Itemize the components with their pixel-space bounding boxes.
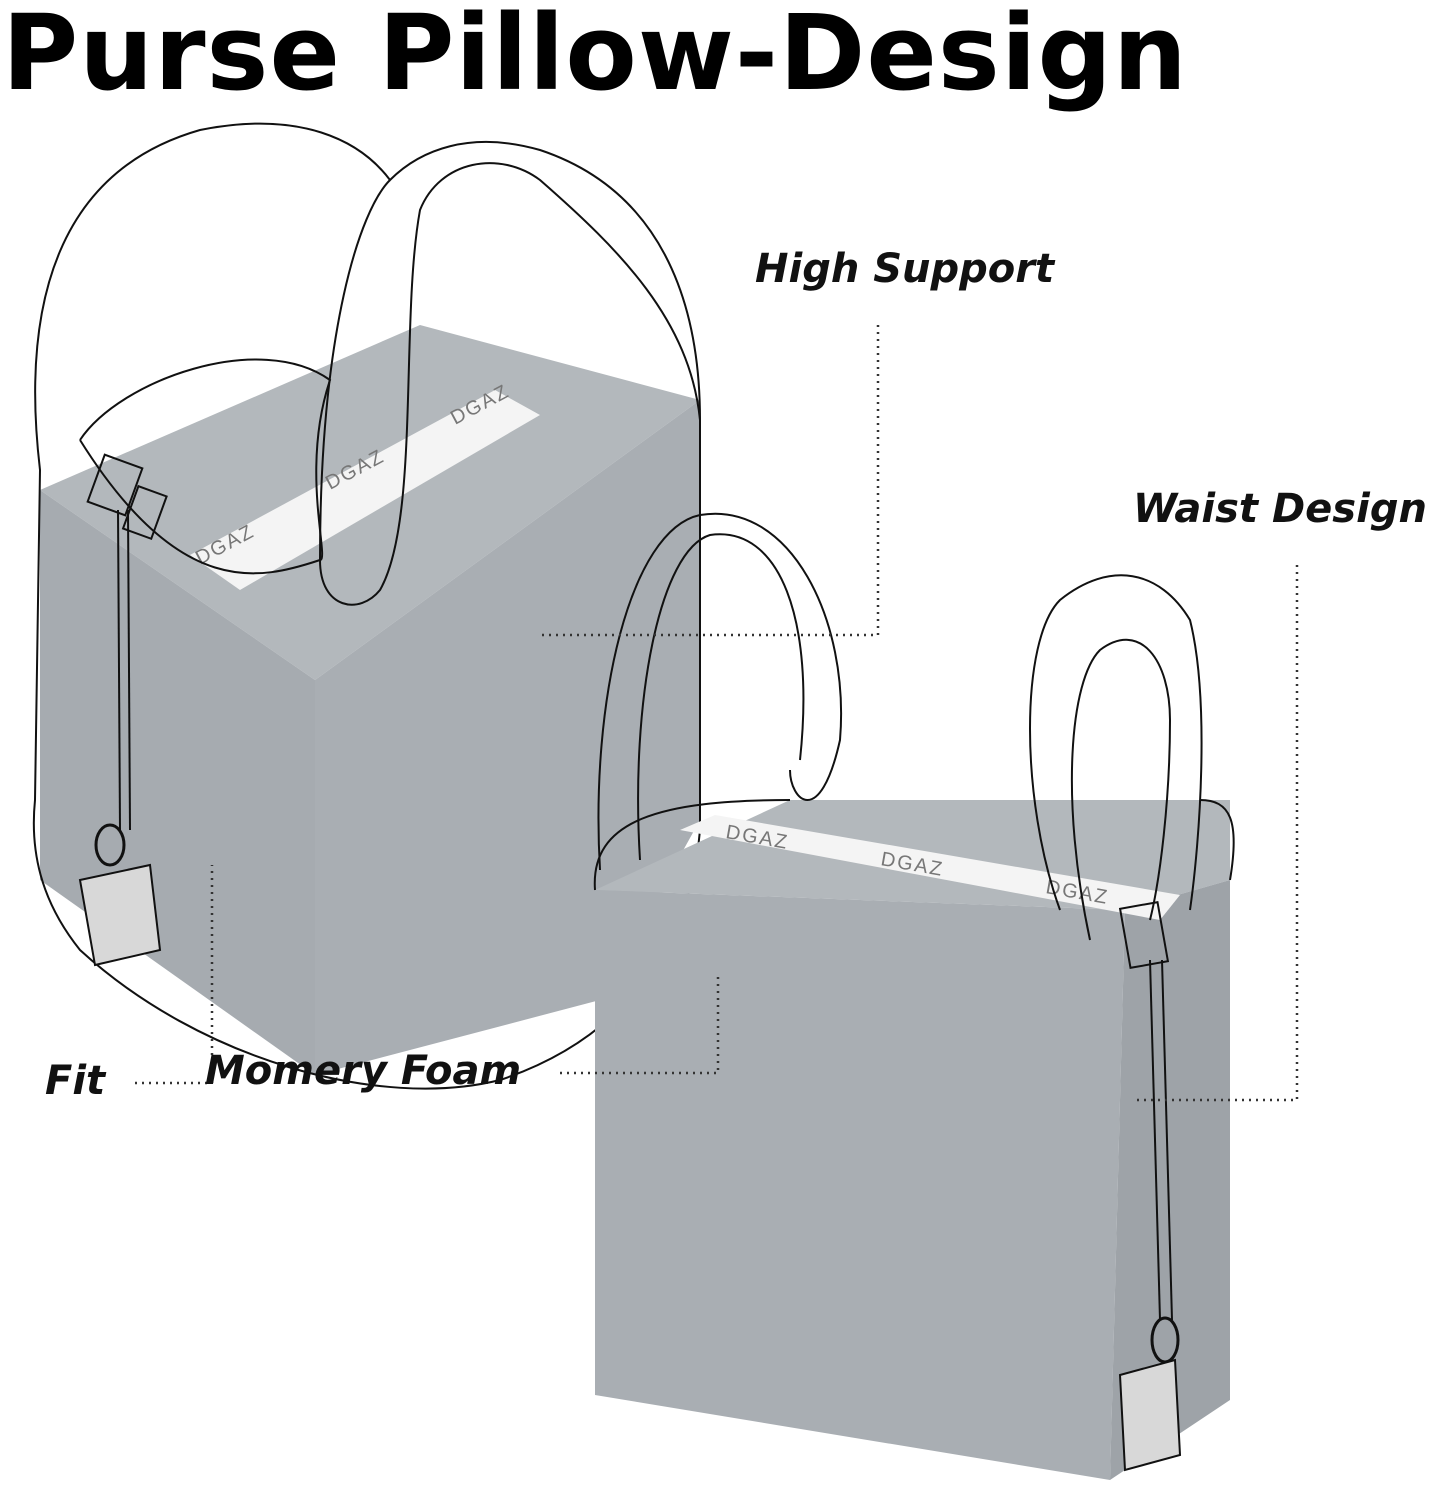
right-pillow: DGAZ DGAZ DGAZ (593, 512, 1235, 1480)
brand-strip (190, 390, 540, 590)
label-memory-foam: Momery Foam (205, 1048, 522, 1094)
left-pillow: DGAZ DGAZ DGAZ (32, 122, 701, 1090)
padlock-icon (1118, 1358, 1182, 1472)
padlock-icon (78, 863, 162, 967)
page-title: Purse Pillow-Design (2, 0, 1188, 114)
label-fit: Fit (45, 1058, 106, 1104)
lock-shackle-icon (94, 823, 126, 867)
leader-lines (135, 325, 1299, 1102)
label-waist-design: Waist Design (1133, 486, 1427, 532)
label-high-support: High Support (755, 246, 1055, 292)
